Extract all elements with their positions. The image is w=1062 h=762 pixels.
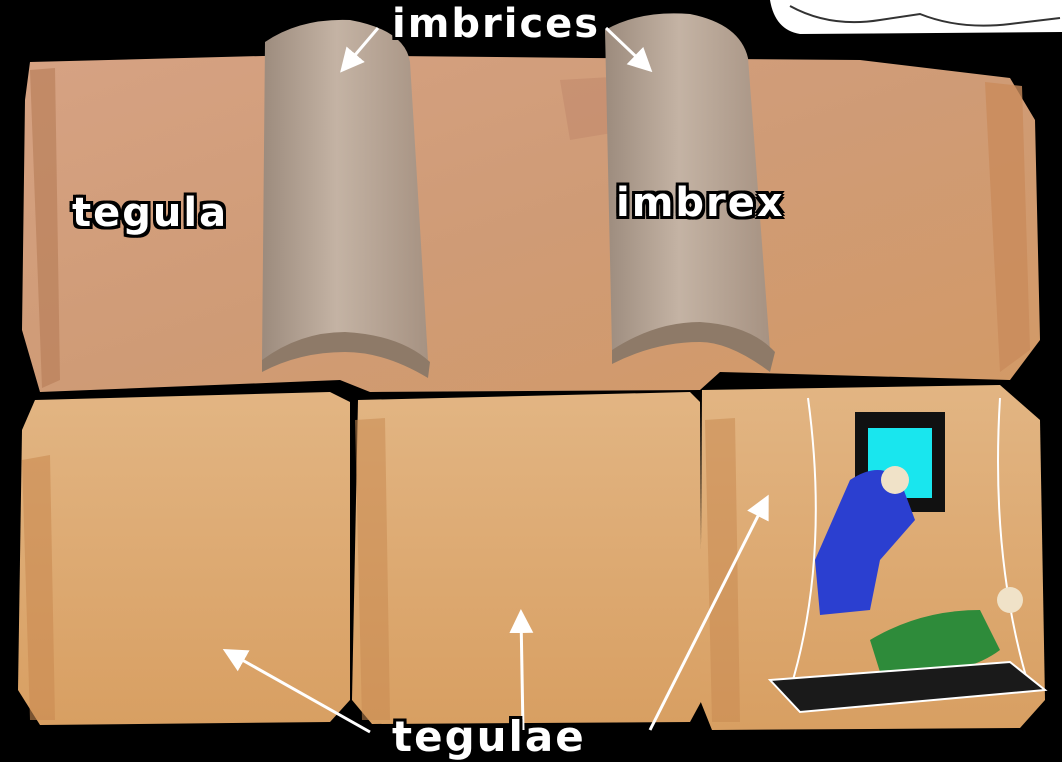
label-imbrex: imbrex: [616, 178, 785, 228]
roof-profile-drawing: [770, 0, 1062, 34]
label-imbrices: imbrices: [392, 0, 600, 48]
label-tegula: tegula: [72, 188, 228, 238]
imbrex-left: [262, 20, 430, 378]
label-tegulae: tegulae: [392, 712, 586, 762]
